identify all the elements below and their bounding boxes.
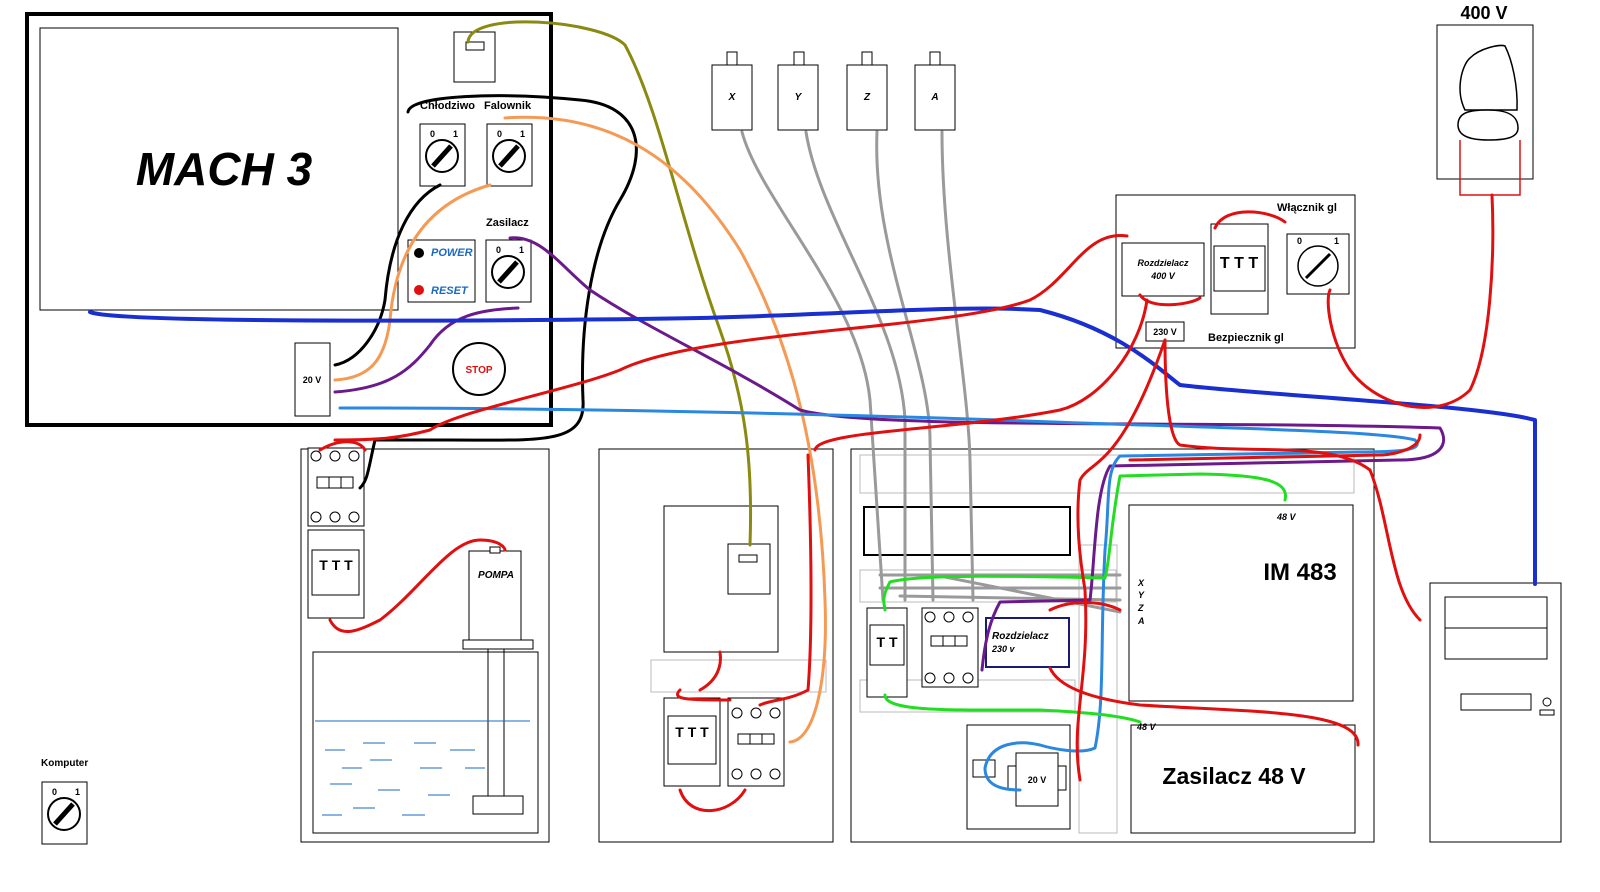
cabinet-transformer-20v: 20 V [966, 724, 1071, 830]
green-wires [882, 472, 1287, 724]
v230-terminal: 230 V [1145, 321, 1185, 342]
svg-text:0: 0 [1297, 236, 1302, 246]
light-blue-wire [338, 406, 1419, 792]
svg-text:Zasilacz 48 V: Zasilacz 48 V [1162, 763, 1306, 789]
power-reset-box: POWER RESET [407, 239, 476, 303]
pump-fuse: T T T [307, 529, 365, 619]
rotary-switch-zasilacz[interactable]: 0 1 [485, 239, 532, 303]
svg-text:Y: Y [795, 92, 803, 103]
pump-box: T T T POMPA [300, 447, 550, 843]
control-cabinet: IM 483 48 V Zasilacz 48 V 48 V X Y Z A T… [850, 448, 1375, 843]
svg-text:48 V: 48 V [1136, 722, 1157, 732]
rotary-switch-falownik[interactable]: 0 1 [486, 123, 533, 187]
fuse-label: Bezpiecznik gl [1208, 332, 1284, 344]
main-switch-box: Włącznik gl Rozdzielacz 400 V T T T 0 1 … [1115, 194, 1356, 349]
svg-text:X: X [728, 92, 737, 103]
svg-text:400 V: 400 V [1150, 271, 1176, 281]
svg-text:0: 0 [496, 245, 501, 255]
inverter-contactor [727, 697, 785, 787]
svg-text:T T T: T T T [1220, 255, 1258, 272]
svg-text:A: A [1137, 616, 1145, 626]
blue-wire [88, 306, 1537, 586]
driver-im483: IM 483 48 V [1128, 504, 1354, 702]
coolant-tank [312, 651, 539, 834]
terminal-bar [863, 506, 1071, 556]
svg-text:X: X [1137, 578, 1145, 588]
svg-text:T T T: T T T [319, 557, 353, 573]
axis-labels: X Y Z A [1137, 578, 1145, 626]
inverter-box: T T T [598, 448, 834, 843]
olive-wire [466, 20, 753, 547]
svg-text:230 V: 230 V [1153, 327, 1177, 337]
top-switch-box [453, 31, 496, 83]
svg-text:1: 1 [519, 245, 524, 255]
motors: X Y Z A [711, 51, 956, 131]
pump-contactor [307, 447, 365, 527]
motor-a: A [914, 51, 956, 131]
computer-label: Komputer [41, 758, 88, 769]
svg-text:T T: T T [877, 634, 898, 650]
inverter-fuse: T T T [663, 697, 721, 787]
label-zasilacz: Zasilacz [486, 217, 529, 229]
svg-text:48 V: 48 V [1276, 512, 1297, 522]
main-rotary-switch[interactable]: 0 1 [1286, 233, 1350, 295]
cabinet-fuse: T T [866, 607, 908, 698]
panel-transformer-20v: 20 V [294, 342, 331, 417]
svg-text:0: 0 [497, 129, 502, 139]
computer-switch[interactable]: Komputer 0 1 [41, 758, 88, 845]
psu-48v: Zasilacz 48 V 48 V [1130, 722, 1356, 834]
red-wires [318, 193, 1495, 813]
power-label: POWER [431, 247, 473, 259]
motor-x: X [711, 51, 753, 131]
svg-text:1: 1 [453, 129, 458, 139]
main-fuse: T T T [1210, 223, 1269, 315]
panel-title: MACH 3 [136, 143, 313, 195]
wires [88, 20, 1537, 813]
svg-text:Z: Z [1137, 603, 1144, 613]
svg-text:0: 0 [52, 787, 57, 797]
svg-text:20 V: 20 V [1028, 775, 1047, 785]
label-falownik: Falownik [484, 100, 532, 112]
svg-text:Rozdzielacz: Rozdzielacz [992, 631, 1049, 642]
svg-text:POMPA: POMPA [478, 570, 514, 581]
reset-button[interactable] [414, 285, 424, 295]
svg-text:1: 1 [520, 129, 525, 139]
control-panel: MACH 3 Chłodziwo Falownik Zasilacz 0 1 0… [25, 12, 553, 427]
cabinet-contactor [921, 607, 979, 688]
distributor-400v: Rozdzielacz 400 V [1121, 242, 1205, 297]
label-chlodziwo: Chłodziwo [420, 100, 475, 112]
motor-y: Y [777, 51, 819, 131]
svg-text:400 V: 400 V [1460, 3, 1507, 23]
svg-text:230 v: 230 v [991, 644, 1016, 654]
pump: POMPA [462, 546, 534, 815]
svg-text:Rozdzielacz: Rozdzielacz [1137, 258, 1189, 268]
svg-text:20 V: 20 V [303, 375, 322, 385]
power-indicator [414, 248, 424, 258]
rotary-switch-chlodziwo[interactable]: 0 1 [419, 123, 466, 187]
motor-z: Z [846, 51, 888, 131]
svg-text:1: 1 [1334, 236, 1339, 246]
svg-text:T T T: T T T [675, 724, 709, 740]
orange-wires [333, 115, 827, 744]
reset-label: RESET [431, 285, 469, 297]
socket-400v: 400 V [1436, 3, 1534, 196]
svg-text:0: 0 [430, 129, 435, 139]
svg-text:Y: Y [1138, 590, 1145, 600]
svg-text:Z: Z [863, 92, 871, 103]
stop-button[interactable]: STOP [452, 342, 506, 396]
computer-tower [1429, 582, 1562, 843]
svg-text:IM 483: IM 483 [1263, 559, 1336, 586]
black-wires [333, 94, 638, 490]
svg-text:STOP: STOP [465, 365, 492, 376]
switch-label: Włącznik gl [1277, 202, 1337, 214]
svg-text:A: A [930, 92, 938, 103]
svg-text:1: 1 [75, 787, 80, 797]
distributor-230v: Rozdzielacz 230 v [985, 617, 1070, 668]
